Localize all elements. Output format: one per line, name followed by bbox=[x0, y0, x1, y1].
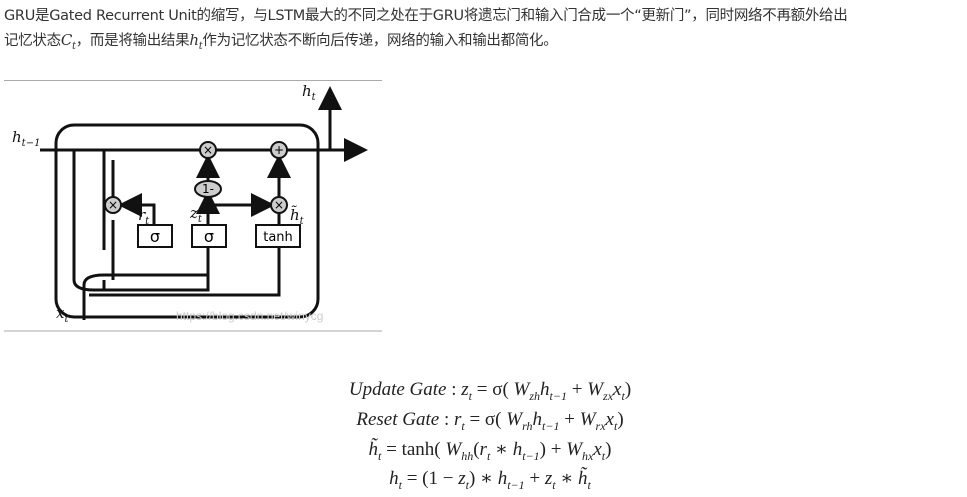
equation-token: xt bbox=[593, 438, 606, 463]
equation-token: h̃t bbox=[368, 438, 382, 463]
equation-1: Update Gate : zt = σ( Wzhht−1 + Wzxxt) bbox=[300, 378, 680, 408]
equation-token: : bbox=[439, 408, 454, 430]
equation-token: + bbox=[566, 379, 588, 400]
equation-token: = σ( bbox=[464, 408, 507, 430]
intro-paragraph: GRU是Gated Recurrent Unit的缩写，与LSTM最大的不同之处… bbox=[4, 4, 964, 59]
equation-token: ht−1 bbox=[512, 438, 540, 463]
equation-subscript: t−1 bbox=[549, 388, 567, 403]
equation-subscript: rx bbox=[595, 418, 606, 433]
equation-token: ) bbox=[617, 408, 624, 430]
equation-token: Wrx bbox=[579, 408, 606, 433]
equations: Update Gate : zt = σ( Wzhht−1 + Wzxxt)Re… bbox=[300, 378, 680, 497]
equation-subscript: zh bbox=[529, 388, 541, 403]
equation-token: + bbox=[524, 468, 545, 490]
equation-token: : bbox=[446, 379, 462, 400]
intro-line-2: 记忆状态Ct，而是将输出结果ht作为记忆状态不断向后传递，网络的输入和输出都简化… bbox=[4, 28, 964, 59]
equation-token: ht−1 bbox=[497, 468, 525, 493]
var-c: Ct bbox=[60, 31, 76, 52]
equation-subscript: t bbox=[552, 478, 556, 493]
var-h-symbol: h bbox=[189, 31, 199, 49]
var-c-sub: t bbox=[72, 41, 76, 52]
label-z: zt bbox=[189, 204, 203, 225]
equation-subscript: t bbox=[461, 418, 465, 433]
equation-subscript: t bbox=[486, 448, 491, 463]
equation-subscript: hx bbox=[582, 448, 594, 463]
intro-line-1: GRU是Gated Recurrent Unit的缩写，与LSTM最大的不同之处… bbox=[4, 8, 848, 24]
equation-token: ht−1 bbox=[540, 379, 567, 403]
equation-subscript: t bbox=[465, 478, 469, 493]
equation-3: h̃t = tanh( Whh(rt ∗ ht−1) + Whxxt) bbox=[300, 438, 680, 468]
equation-token: h̃t bbox=[578, 468, 591, 493]
label-r: rt bbox=[138, 206, 150, 227]
equation-subscript: t−1 bbox=[507, 478, 525, 493]
equation-token: ) ∗ bbox=[468, 468, 498, 490]
equation-2: Reset Gate : rt = σ( Wrhht−1 + Wrxxt) bbox=[300, 408, 680, 438]
equation-token: xt bbox=[605, 408, 618, 433]
equation-subscript: zx bbox=[603, 388, 614, 403]
mul-node-reset: × bbox=[108, 198, 118, 212]
label-h-tilde: h̃t bbox=[290, 206, 305, 227]
mul-node-candidate: × bbox=[274, 198, 284, 212]
var-h-sub: t bbox=[198, 41, 203, 52]
equation-token: zt bbox=[544, 468, 556, 493]
equation-subscript: t bbox=[613, 418, 618, 433]
equation-token: rt bbox=[479, 438, 491, 463]
equation-token: rt bbox=[453, 408, 465, 433]
equation-token: ∗ bbox=[490, 438, 513, 460]
equation-token: Wzh bbox=[513, 379, 541, 403]
equation-token: Update Gate bbox=[348, 379, 447, 400]
equation-token: xt bbox=[613, 379, 625, 403]
add-node: + bbox=[274, 143, 284, 157]
equation-token: ) + bbox=[539, 438, 567, 460]
equation-token: ) bbox=[605, 438, 612, 460]
op-nodes: × + × × 1- bbox=[104, 141, 288, 214]
text-segment: ，而是将输出结果 bbox=[75, 33, 190, 49]
equation-subscript: t−1 bbox=[542, 418, 560, 433]
text-segment: 作为记忆状态不断向后传递，网络的输入和输出都简化。 bbox=[202, 33, 558, 49]
equation-subscript: rh bbox=[522, 418, 533, 433]
label-x: xt bbox=[56, 304, 69, 325]
cell-box bbox=[54, 123, 320, 319]
label-h-out: ht bbox=[302, 82, 317, 103]
equation-subscript: t bbox=[621, 388, 625, 403]
equation-token: = σ( bbox=[472, 379, 514, 400]
equation-token: zt bbox=[461, 379, 472, 403]
sigma-gate-update: σ bbox=[204, 227, 214, 246]
equation-token: = tanh( bbox=[381, 438, 446, 460]
equation-token: ∗ bbox=[555, 468, 579, 490]
one-minus-node: 1- bbox=[202, 182, 214, 196]
equation-token: ) bbox=[624, 379, 632, 400]
equation-token: = (1 − bbox=[401, 468, 459, 490]
equation-token: ht−1 bbox=[532, 408, 560, 433]
equation-token: Reset Gate bbox=[356, 408, 440, 430]
sigma-gate-reset: σ bbox=[150, 227, 160, 246]
equation-subscript: hh bbox=[461, 448, 474, 463]
mul-node-top: × bbox=[203, 143, 213, 157]
equation-token: ( bbox=[473, 438, 480, 460]
equation-subscript: t bbox=[378, 448, 382, 463]
equation-subscript: t bbox=[398, 478, 402, 493]
tanh-gate: tanh bbox=[263, 230, 293, 245]
watermark: https://blog.csdn.net/winycg bbox=[176, 309, 323, 323]
text-segment: 记忆状态 bbox=[4, 33, 61, 49]
equation-subscript: t bbox=[468, 388, 472, 403]
equation-token: zt bbox=[458, 468, 469, 493]
equation-subscript: t bbox=[601, 448, 606, 463]
equation-token: Whx bbox=[566, 438, 594, 463]
equation-token: ht bbox=[389, 468, 402, 493]
var-h: ht bbox=[189, 31, 203, 52]
equation-token: + bbox=[559, 408, 580, 430]
equation-subscript: t−1 bbox=[522, 448, 540, 463]
gru-diagram: × + × × 1- σ σ tanh ht−1 ht xt rt zt h̃t… bbox=[4, 80, 382, 332]
var-c-symbol: C bbox=[60, 31, 72, 49]
equation-token: Whh bbox=[445, 438, 474, 463]
equation-subscript: t bbox=[587, 478, 591, 493]
equation-4: ht = (1 − zt) ∗ ht−1 + zt ∗ h̃t bbox=[300, 467, 680, 497]
equation-token: Wzx bbox=[587, 379, 614, 403]
label-h-prev: ht−1 bbox=[12, 128, 40, 149]
equation-token: Wrh bbox=[506, 408, 533, 433]
